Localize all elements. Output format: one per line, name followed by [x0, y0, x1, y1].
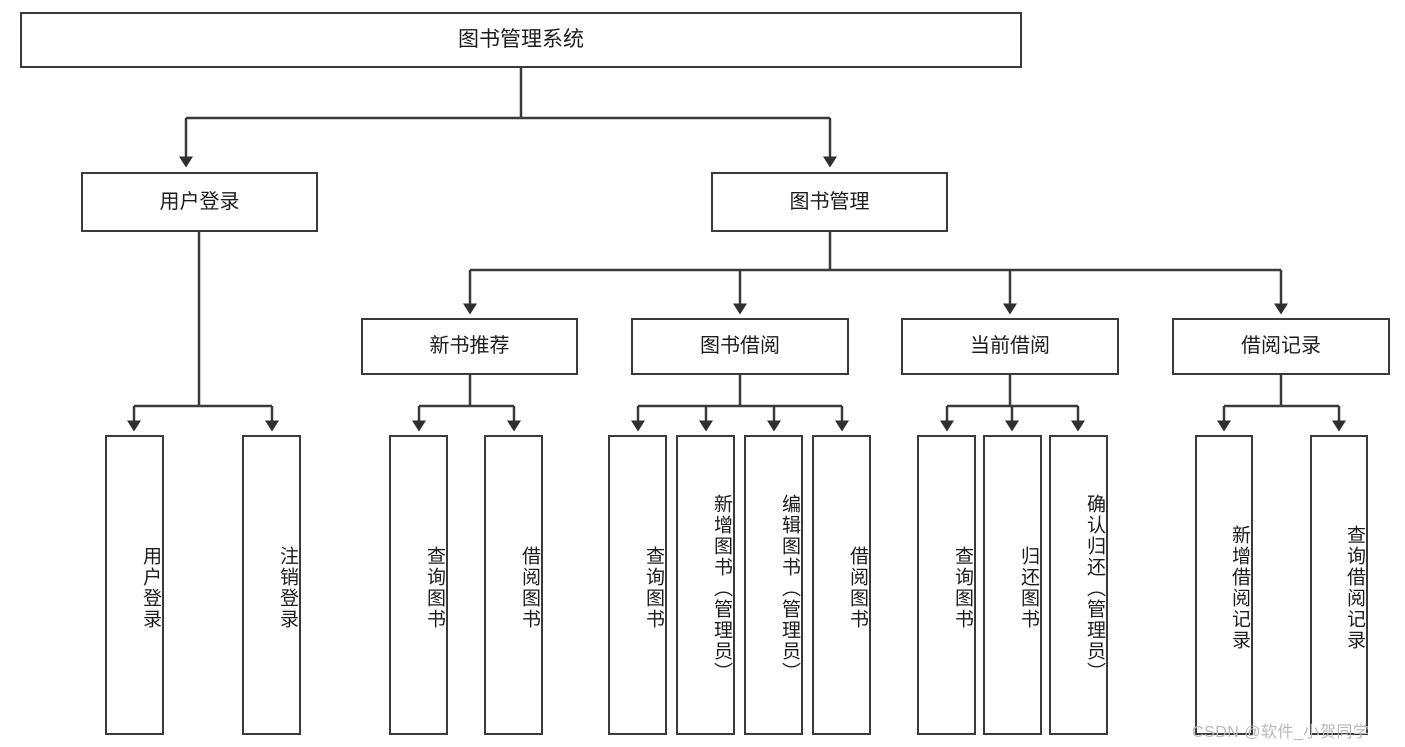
leaf-borrow-edit-book-admin[interactable]: 编辑图书（管理员） [744, 435, 803, 735]
node-label: 当前借阅 [970, 335, 1050, 358]
node-label: 查询图书 [424, 546, 445, 630]
node-label: 用户登录 [140, 546, 161, 630]
node-label: 查询借阅记录 [1344, 525, 1365, 651]
node-new-book-recommend[interactable]: 新书推荐 [361, 318, 578, 375]
node-label: 新增图书（管理员） [711, 493, 732, 683]
node-borrow-record[interactable]: 借阅记录 [1172, 318, 1390, 375]
node-label: 注销登录 [277, 546, 298, 630]
node-label: 图书管理系统 [458, 28, 584, 52]
leaf-recommend-borrow-book[interactable]: 借阅图书 [484, 435, 543, 735]
node-label: 用户登录 [159, 190, 240, 213]
node-label: 新书推荐 [429, 335, 510, 358]
leaf-user-login-signin[interactable]: 用户登录 [105, 435, 164, 735]
leaf-current-return-book[interactable]: 归还图书 [983, 435, 1042, 735]
node-user-login[interactable]: 用户登录 [81, 172, 318, 232]
leaf-user-login-signout[interactable]: 注销登录 [242, 435, 301, 735]
leaf-record-add-record[interactable]: 新增借阅记录 [1195, 435, 1253, 735]
node-label: 查询图书 [643, 546, 664, 630]
node-current-borrow[interactable]: 当前借阅 [901, 318, 1119, 375]
node-label: 借阅图书 [519, 546, 540, 630]
node-label: 借阅记录 [1241, 335, 1321, 358]
node-label: 归还图书 [1018, 546, 1039, 630]
leaf-record-query-record[interactable]: 查询借阅记录 [1310, 435, 1368, 735]
node-label: 借阅图书 [847, 546, 868, 630]
node-label: 图书管理 [789, 190, 870, 213]
leaf-borrow-borrow-book[interactable]: 借阅图书 [812, 435, 871, 735]
node-book-borrow[interactable]: 图书借阅 [631, 318, 849, 375]
node-label: 查询图书 [952, 546, 973, 630]
leaf-borrow-query-book[interactable]: 查询图书 [608, 435, 667, 735]
node-root-system[interactable]: 图书管理系统 [20, 12, 1022, 68]
node-label: 图书借阅 [700, 335, 780, 358]
leaf-current-confirm-return-admin[interactable]: 确认归还（管理员） [1049, 435, 1108, 735]
node-label: 编辑图书（管理员） [779, 493, 800, 683]
node-book-management[interactable]: 图书管理 [711, 172, 948, 232]
leaf-recommend-query-book[interactable]: 查询图书 [389, 435, 448, 735]
node-label: 新增借阅记录 [1229, 525, 1250, 651]
leaf-current-query-book[interactable]: 查询图书 [917, 435, 976, 735]
csdn-watermark: CSDN @软件_小贺同学 [1192, 724, 1370, 741]
leaf-borrow-add-book-admin[interactable]: 新增图书（管理员） [676, 435, 735, 735]
node-label: 确认归还（管理员） [1084, 493, 1105, 683]
